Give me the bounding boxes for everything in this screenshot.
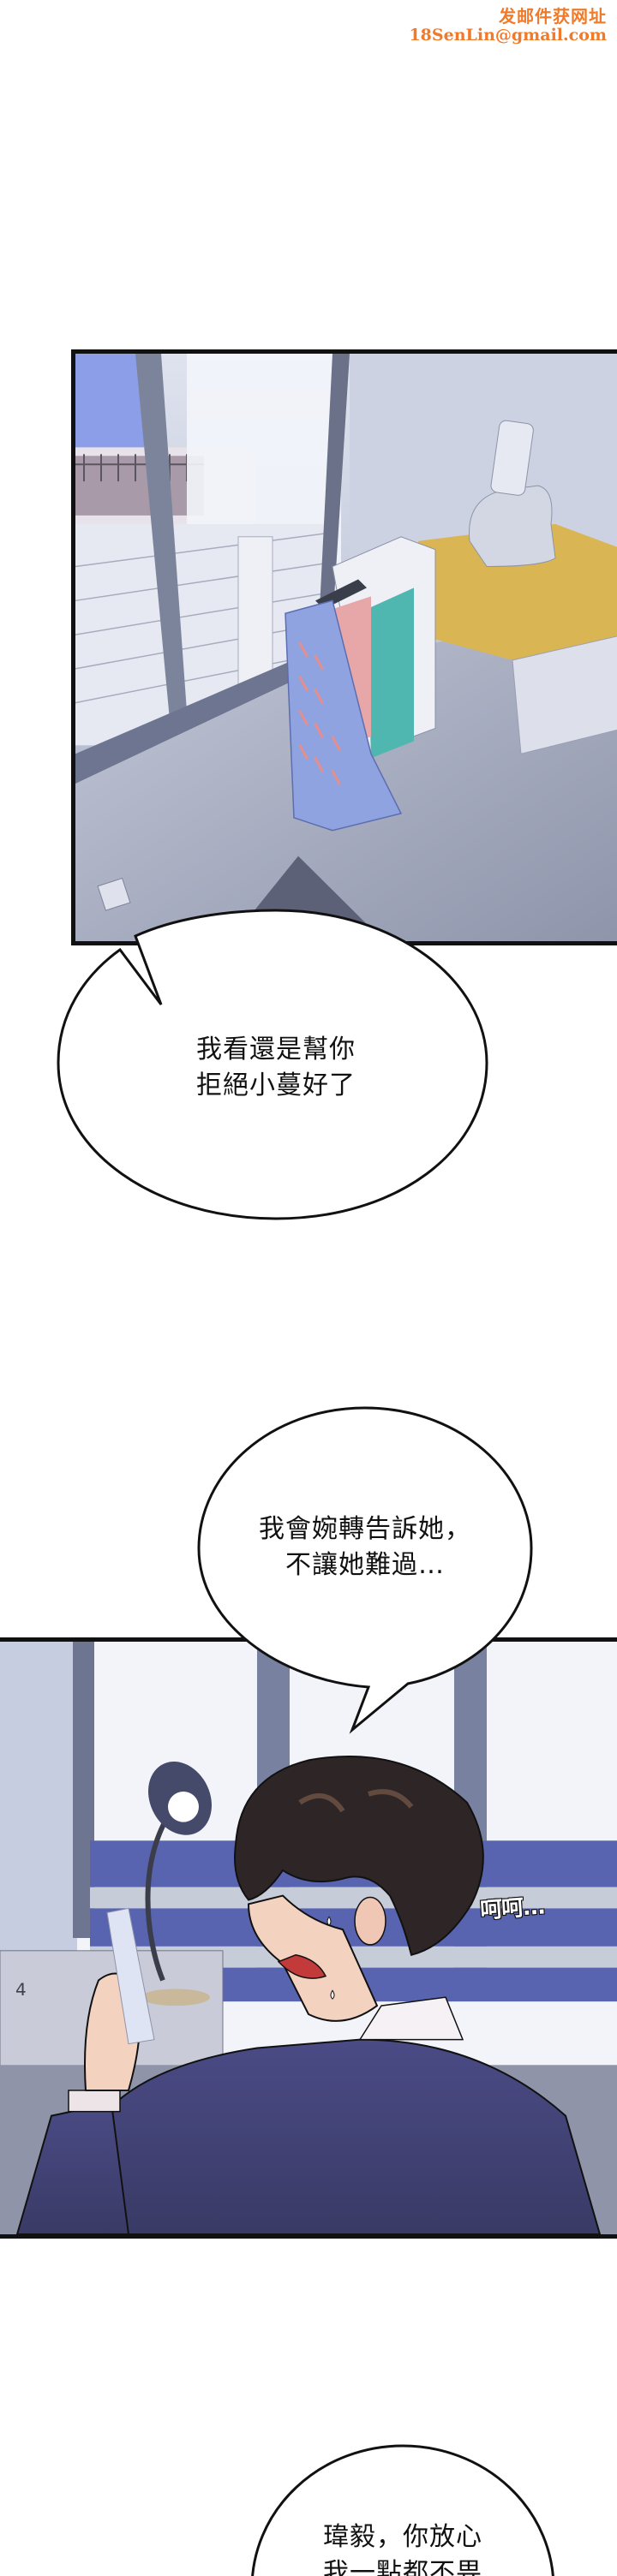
watermark: 发邮件获网址 18SenLin@gmail.com (409, 7, 607, 45)
bubble-3-line-2: 我一點都不畀 (323, 2558, 482, 2576)
bubble-1-line-2: 拒絕小蔓好了 (196, 1070, 356, 1100)
bubble-1-line-1: 我看還是幫你 (196, 1035, 356, 1064)
watermark-title: 发邮件获网址 (499, 6, 607, 27)
speech-bubble-shape (197, 1406, 533, 1734)
speech-bubble-text: 瑋毅，你放心 我一點都不畀 (249, 2519, 557, 2576)
watermark-email: 18SenLin@gmail.com (409, 26, 607, 45)
speech-bubble-2: 我會婉轉告訴她， 不讓她難過… (194, 1404, 536, 1734)
speech-bubble-text: 我會婉轉告訴她， 不讓她難過… (194, 1512, 536, 1583)
bubble-2-line-2: 不讓她難過… (285, 1550, 445, 1580)
sound-effect-laugh: 呵呵… (478, 1893, 546, 1924)
bubble-2-line-1: 我會婉轉告訴她， (259, 1514, 471, 1544)
speech-bubble-3: 瑋毅，你放心 我一點都不畀 (249, 2442, 557, 2576)
comic-panel-man-laughing: 4 (0, 1637, 617, 2239)
man-laughing-illustration: 4 (0, 1642, 617, 2234)
desk-number: 4 (15, 1980, 27, 2000)
speech-bubble-1: 我看還是幫你 拒絕小蔓好了 (53, 903, 499, 1229)
speech-bubble-shape (251, 2444, 554, 2576)
speech-bubble-text: 我看還是幫你 拒絕小蔓好了 (53, 1032, 499, 1104)
speech-bubble-shape (57, 909, 488, 1220)
office-corner-illustration (75, 354, 617, 941)
comic-panel-office-corner (71, 349, 617, 945)
bubble-3-line-1: 瑋毅，你放心 (323, 2522, 482, 2552)
